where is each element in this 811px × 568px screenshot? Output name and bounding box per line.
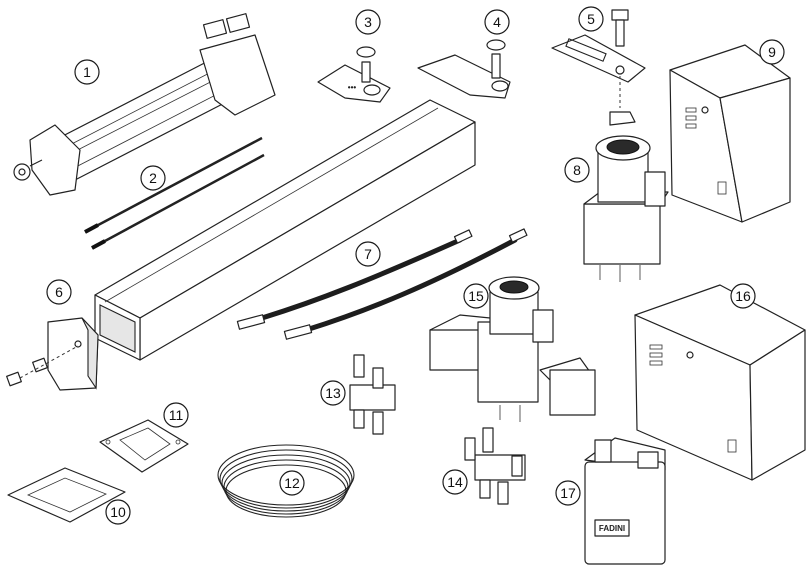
callout-label: 10 xyxy=(110,504,126,520)
callout-label: 2 xyxy=(149,170,157,186)
callout-label: 16 xyxy=(735,288,751,304)
callout-14: 14 xyxy=(442,469,468,495)
callout-2: 2 xyxy=(140,165,166,191)
callout-5: 5 xyxy=(578,6,604,32)
callout-17: 17 xyxy=(555,480,581,506)
valve-block-double xyxy=(464,427,526,505)
front-bracket: ••• xyxy=(317,46,391,103)
gasket-large xyxy=(7,467,126,523)
tubing-coil xyxy=(217,444,355,518)
callout-label: 14 xyxy=(447,474,463,490)
callout-11: 11 xyxy=(163,402,189,428)
callout-3: 3 xyxy=(355,9,381,35)
callout-label: 17 xyxy=(560,485,576,501)
callout-label: 15 xyxy=(468,288,484,304)
callout-12: 12 xyxy=(279,470,305,496)
square-tube xyxy=(94,99,476,361)
motor-pump-assembly xyxy=(429,276,596,422)
callout-15: 15 xyxy=(463,283,489,309)
svg-text:•••: ••• xyxy=(348,83,357,92)
canister-brand-label: FADINI xyxy=(599,524,625,533)
callout-16: 16 xyxy=(730,283,756,309)
callout-10: 10 xyxy=(105,499,131,525)
callout-13: 13 xyxy=(320,380,346,406)
callout-label: 1 xyxy=(83,64,91,80)
callout-label: 7 xyxy=(364,246,372,262)
callout-6: 6 xyxy=(46,279,72,305)
callout-label: 13 xyxy=(325,385,341,401)
callout-4: 4 xyxy=(484,9,510,35)
oil-canister: FADINI xyxy=(584,437,666,565)
callout-label: 6 xyxy=(55,284,63,300)
callout-label: 8 xyxy=(573,162,581,178)
callout-label: 11 xyxy=(169,407,184,423)
gasket-small xyxy=(99,419,189,473)
hydraulic-cylinder xyxy=(13,13,276,196)
release-lever xyxy=(551,9,646,126)
valve-block xyxy=(349,354,396,435)
callout-label: 12 xyxy=(284,475,300,491)
callout-label: 4 xyxy=(493,14,501,30)
callout-label: 5 xyxy=(587,11,595,27)
power-unit xyxy=(583,135,669,282)
callout-label: 3 xyxy=(364,14,372,30)
callout-7: 7 xyxy=(355,241,381,267)
callout-1: 1 xyxy=(74,59,100,85)
callout-label: 9 xyxy=(768,44,776,60)
rear-bracket xyxy=(417,39,511,99)
tie-rods xyxy=(84,136,265,250)
hydraulic-hoses xyxy=(236,228,528,340)
end-cap xyxy=(6,317,99,391)
control-box-large xyxy=(634,284,806,481)
callout-8: 8 xyxy=(564,157,590,183)
callout-9: 9 xyxy=(759,39,785,65)
control-box-small xyxy=(669,44,791,223)
